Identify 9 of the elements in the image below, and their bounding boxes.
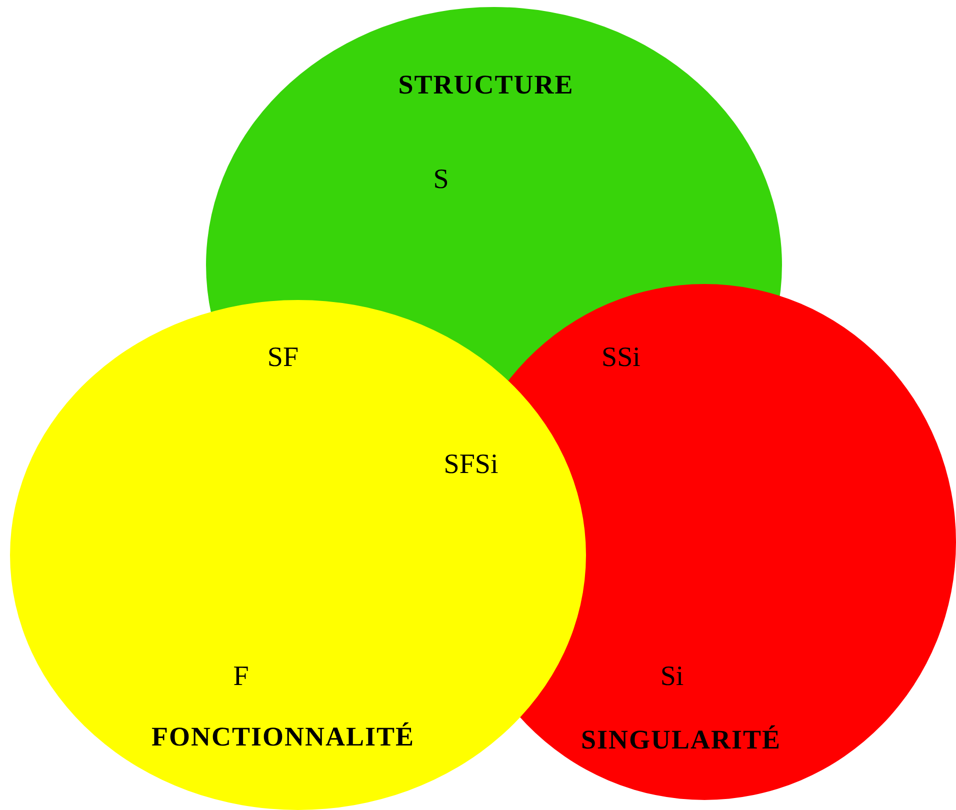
- region-label: S: [433, 164, 449, 196]
- set-title: FONCTIONNALITÉ: [151, 722, 415, 752]
- region-label: F: [233, 661, 249, 693]
- region-label: Si: [660, 661, 684, 693]
- set-title: SINGULARITÉ: [580, 724, 782, 756]
- region-label: SFSi: [444, 449, 498, 481]
- set-title: STRUCTURE: [398, 70, 574, 100]
- region-label: SSi: [602, 342, 640, 374]
- region-label: SF: [267, 342, 299, 374]
